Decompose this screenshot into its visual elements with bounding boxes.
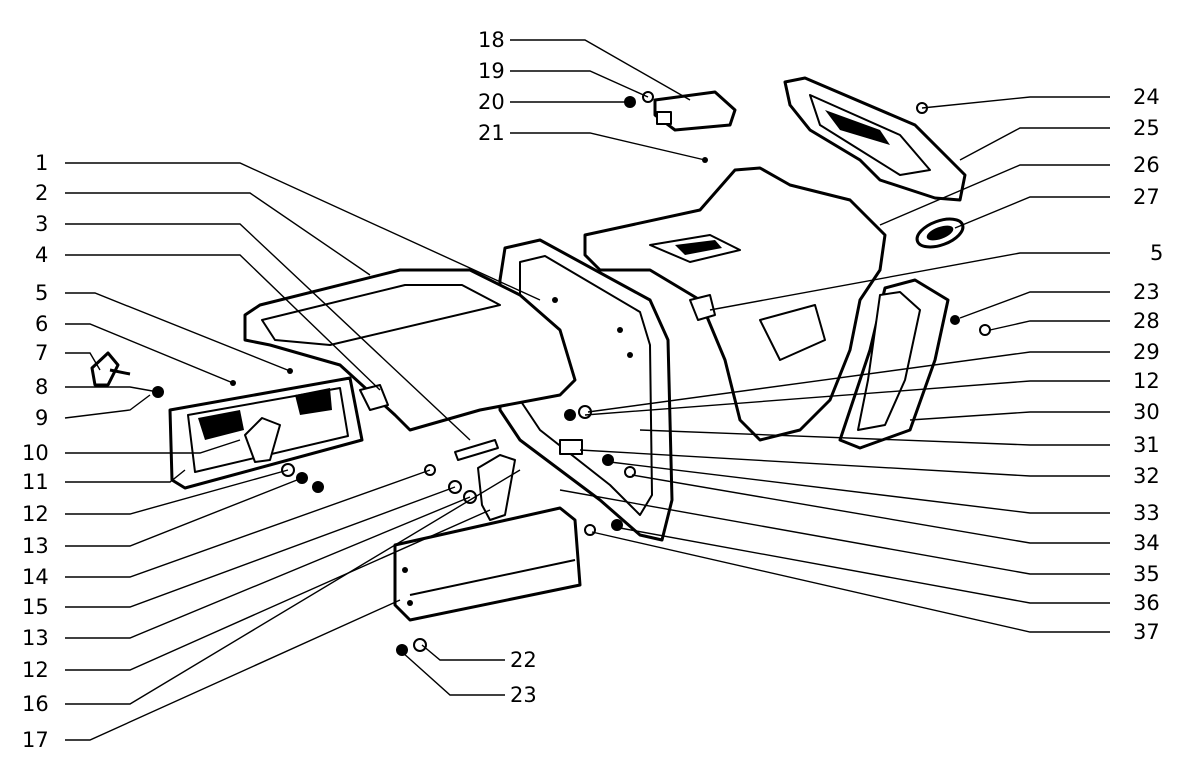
nut-20 xyxy=(624,96,636,108)
callout-label: 24 xyxy=(1133,85,1160,109)
callout-label: 35 xyxy=(1133,562,1160,586)
seat-recess-shade xyxy=(675,240,722,255)
leader-lines xyxy=(64,39,1110,741)
lower-cover-hole xyxy=(407,600,413,606)
small-cover-part xyxy=(653,90,737,132)
callout-label: 12 xyxy=(22,502,49,526)
nut-13 xyxy=(312,481,324,493)
lower-cover-hole xyxy=(402,567,408,573)
nut-36 xyxy=(611,519,623,531)
callout-label: 37 xyxy=(1133,620,1160,644)
callout-label: 28 xyxy=(1133,309,1160,333)
callout-label: 34 xyxy=(1133,531,1160,555)
callout-label: 18 xyxy=(478,28,505,52)
callout-label: 25 xyxy=(1133,116,1160,140)
callout-label: 15 xyxy=(22,595,49,619)
bracket-5-right xyxy=(689,294,716,321)
callout-label: 5 xyxy=(1150,241,1163,265)
screw-28 xyxy=(979,324,991,336)
callout-labels: 1 2 3 4 5 6 7 8 9 10 11 12 13 14 15 13 1… xyxy=(22,28,1163,752)
callout-label: 12 xyxy=(22,658,49,682)
callout-label: 32 xyxy=(1133,464,1160,488)
rivet-hole xyxy=(617,327,623,333)
plate-light-lens xyxy=(244,417,281,463)
callout-label: 11 xyxy=(22,470,49,494)
nut-23-bottom xyxy=(396,644,408,656)
callout-label: 19 xyxy=(478,59,505,83)
carrier-plate-slot xyxy=(825,110,890,145)
callout-label: 4 xyxy=(35,243,48,267)
hinge-bracket-part xyxy=(477,454,516,521)
bracket-5-left xyxy=(359,384,389,411)
callout-label: 7 xyxy=(35,341,48,365)
rivet-hole xyxy=(552,297,558,303)
rod-3 xyxy=(454,439,499,461)
upper-fairing-inner xyxy=(261,284,501,346)
callout-label: 2 xyxy=(35,181,48,205)
bracket-7 xyxy=(90,351,120,387)
callout-label: 14 xyxy=(22,565,49,589)
rear-body-side-vent xyxy=(759,304,826,361)
callout-label: 16 xyxy=(22,692,49,716)
nut-33 xyxy=(602,454,614,466)
callout-label: 3 xyxy=(35,212,48,236)
callout-label: 33 xyxy=(1133,501,1160,525)
lower-cover-part xyxy=(393,506,582,622)
callout-label: 8 xyxy=(35,375,48,399)
rivet-hole xyxy=(627,352,633,358)
callout-label: 29 xyxy=(1133,340,1160,364)
nut-23 xyxy=(950,315,960,325)
screw-22 xyxy=(413,638,427,652)
callout-label: 17 xyxy=(22,728,49,752)
callout-label: 26 xyxy=(1133,153,1160,177)
callout-label: 23 xyxy=(1133,280,1160,304)
nut-29 xyxy=(564,409,576,421)
parts-drawing xyxy=(90,76,991,656)
callout-label: 6 xyxy=(35,312,48,336)
rear-body-shell xyxy=(583,166,887,442)
callout-label: 27 xyxy=(1133,185,1160,209)
callout-label: 13 xyxy=(22,534,49,558)
callout-label: 9 xyxy=(35,406,48,430)
callout-label: 23 xyxy=(510,683,537,707)
emblem-inner xyxy=(926,225,954,241)
callout-label: 13 xyxy=(22,626,49,650)
screw-37 xyxy=(584,524,596,536)
small-cover-hinge xyxy=(656,111,672,125)
callout-label: 1 xyxy=(35,151,48,175)
lower-cover-crease xyxy=(409,559,576,596)
side-panel-right-face xyxy=(857,291,921,431)
callout-label: 12 xyxy=(1133,369,1160,393)
callout-label: 31 xyxy=(1133,433,1160,457)
clip-32 xyxy=(559,439,583,455)
callout-label: 20 xyxy=(478,90,505,114)
callout-label: 5 xyxy=(35,281,48,305)
callout-label: 10 xyxy=(22,441,49,465)
plate-holder-lamp xyxy=(295,388,332,415)
callout-label: 36 xyxy=(1133,591,1160,615)
plate-holder-lamp xyxy=(198,410,244,440)
callout-label: 21 xyxy=(478,121,505,145)
callout-label: 22 xyxy=(510,648,537,672)
callout-label: 30 xyxy=(1133,400,1160,424)
